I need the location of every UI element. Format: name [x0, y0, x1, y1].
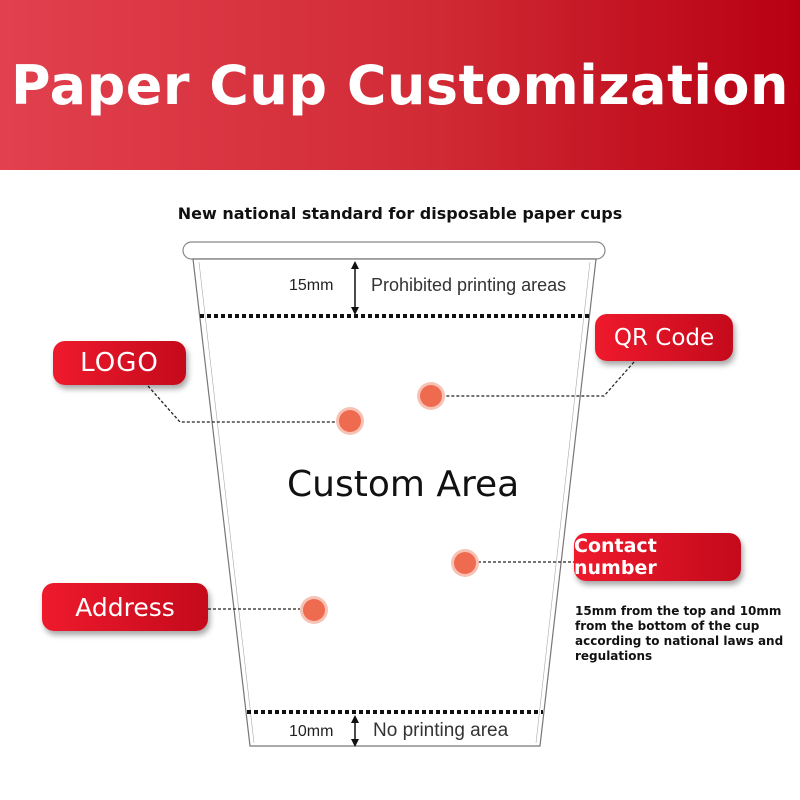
logo-leader-line [147, 385, 340, 423]
cup-rim [182, 241, 606, 260]
cup-body [192, 258, 597, 747]
qr-code-callout: QR Code [595, 314, 733, 361]
subtitle: New national standard for disposable pap… [177, 204, 623, 223]
logo-callout: LOGO [53, 341, 186, 385]
address-dot [303, 599, 325, 621]
cup-inner-line-right [535, 261, 591, 744]
regulation-note: 15mm from the top and 10mm from the bott… [575, 604, 784, 663]
qr-dot [420, 385, 442, 407]
custom-area-label: Custom Area [287, 464, 520, 505]
bottom-zone-label: No printing area [373, 720, 509, 741]
logo-dot [339, 410, 361, 432]
cup-inner-line-left [198, 261, 255, 744]
header-banner: Paper Cup Customization [0, 0, 800, 170]
top-measure-arrow [351, 261, 359, 315]
contact-number-callout: Contact number [574, 533, 741, 581]
top-zone-label: Prohibited printing areas [371, 275, 567, 295]
address-callout: Address [42, 583, 208, 631]
qr-leader-line [444, 361, 635, 397]
page-title: Paper Cup Customization [11, 53, 789, 117]
top-measure-label: 15mm [289, 277, 334, 294]
bottom-measure-label: 10mm [289, 723, 334, 740]
bottom-measure-arrow [351, 715, 359, 747]
contact-dot [454, 552, 476, 574]
